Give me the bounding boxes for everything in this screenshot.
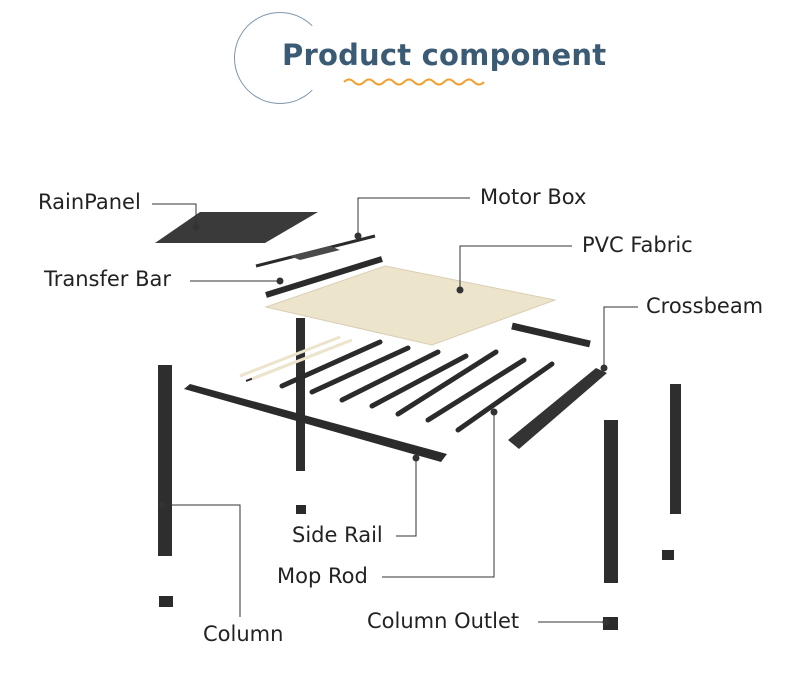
folded-fabric-part [239,335,353,382]
label-rain-panel: RainPanel [38,190,141,214]
label-column-outlet: Column Outlet [367,609,520,633]
label-mop-rod: Mop Rod [277,564,368,588]
column-front-left-part [158,365,172,556]
label-column: Column [203,622,284,646]
crossbeam-back-part [511,322,591,348]
label-crossbeam: Crossbeam [646,294,764,318]
page-title: Product component [282,38,607,72]
motor-box-part [255,234,376,268]
crossbeam-front-part [508,368,607,449]
side-rail-part [184,384,447,462]
pvc-fabric-part [264,265,557,346]
leader-crossbeam [603,306,638,368]
label-transfer-bar: Transfer Bar [44,267,172,291]
rain-panel-part [155,212,318,243]
label-pvc-fabric: PVC Fabric [582,233,693,257]
leader-mop-rod [382,412,495,578]
leader-lines [152,197,638,623]
column-outlet-back-right-part [662,550,674,560]
column-outlet-back-part [296,505,306,514]
leader-motor-box [357,197,470,236]
transfer-bar-part [265,256,383,298]
leader-column [162,504,241,617]
leader-dots [158,223,610,626]
label-motor-box: Motor Box [480,185,587,209]
column-back-part [296,318,305,471]
leader-rain-panel [152,203,197,227]
label-side-rail: Side Rail [292,523,383,547]
leader-pvc-fabric [459,245,572,290]
column-outlet-left-part [159,596,173,607]
wave-underline-decoration [343,78,485,86]
mop-rods-part [279,339,555,433]
title-circle-decoration [234,12,326,104]
column-back-right-part [670,384,681,514]
leader-side-rail [396,458,417,537]
title-block: Product component [0,0,800,110]
column-front-right-part [604,420,618,583]
